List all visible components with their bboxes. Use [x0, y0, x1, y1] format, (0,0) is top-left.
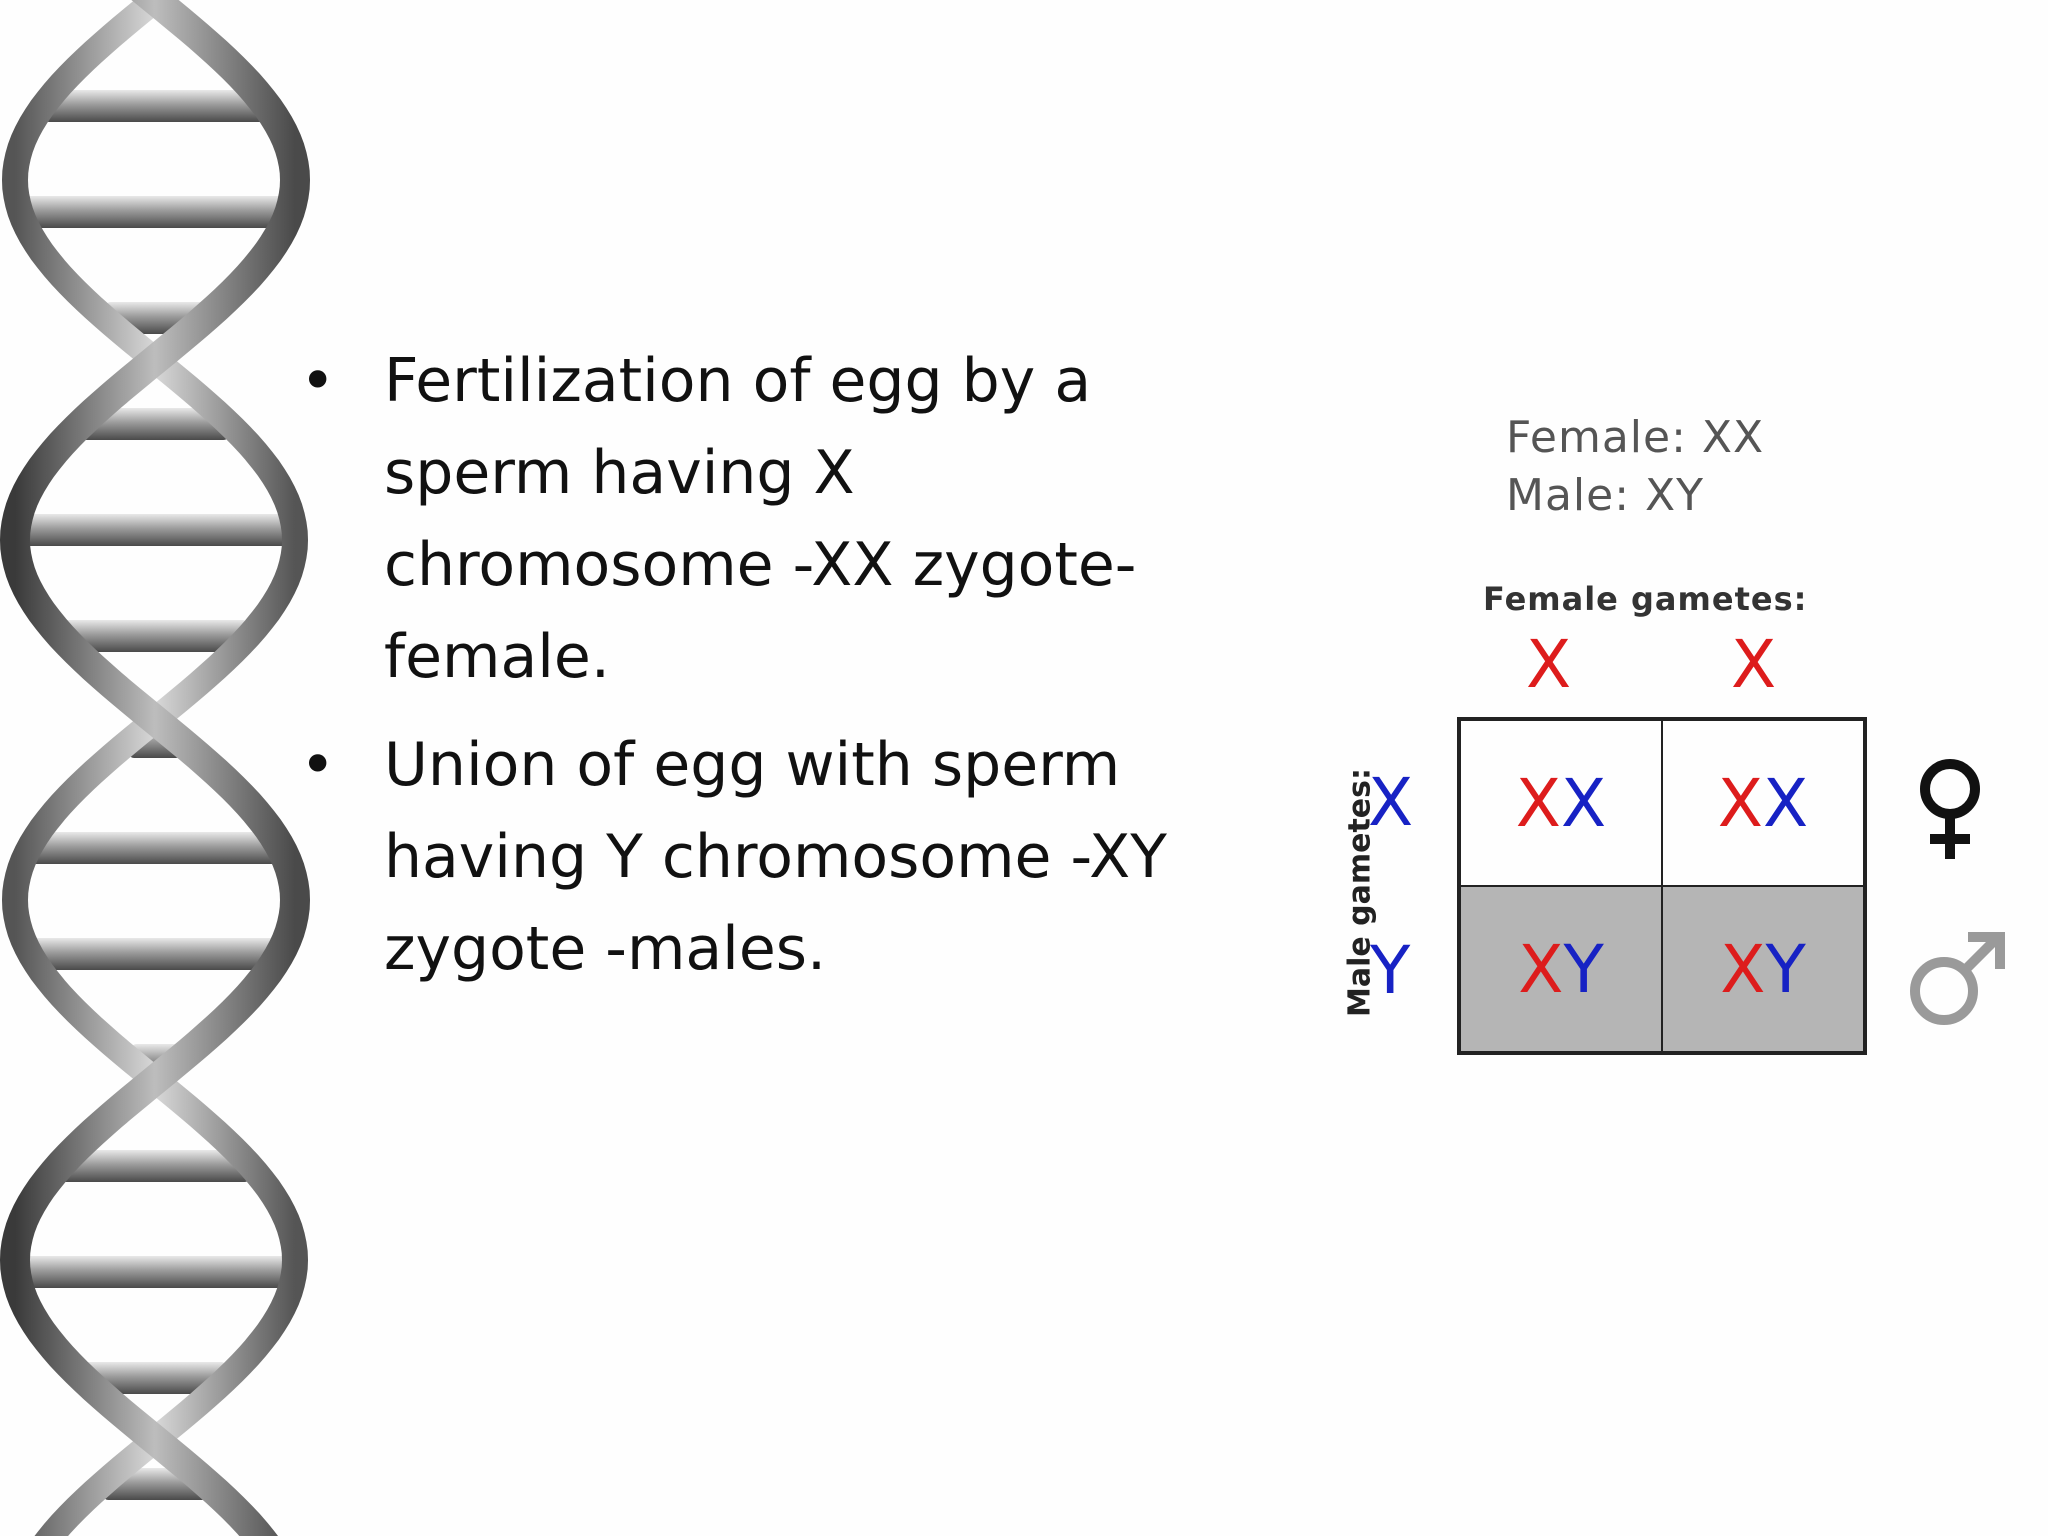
dna-rung [43, 90, 267, 122]
dna-rung [61, 620, 249, 652]
female-gametes-label: Female gametes: [1483, 580, 1808, 618]
dna-rung [15, 514, 295, 546]
female-gamete-1: X [1526, 626, 1572, 703]
male-gamete-2: Y [1370, 932, 1411, 1009]
male-symbol-icon [1910, 932, 2005, 1025]
dna-rung [20, 196, 290, 228]
punnett-square-diagram: Female: XX Male: XY Female gametes: X X … [1280, 400, 2040, 1100]
caption-male: Male: XY [1506, 470, 1705, 521]
bullet-list: Fertilization of egg by a sperm having X… [300, 335, 1230, 1011]
dna-rung [15, 1256, 295, 1288]
dna-rung [30, 938, 280, 970]
male-gamete-1: X [1368, 764, 1414, 841]
bullet-item: Union of egg with sperm having Y chromos… [300, 719, 1230, 995]
dna-rung [29, 832, 281, 864]
dna-helix-image [0, 0, 311, 1536]
dna-rung [82, 1362, 228, 1394]
female-symbol-icon [1920, 759, 1980, 859]
female-gamete-2: X [1731, 626, 1777, 703]
dna-rung [80, 408, 230, 440]
caption-female: Female: XX [1506, 412, 1765, 463]
bullet-item: Fertilization of egg by a sperm having X… [300, 335, 1230, 703]
dna-rung [59, 1150, 251, 1182]
